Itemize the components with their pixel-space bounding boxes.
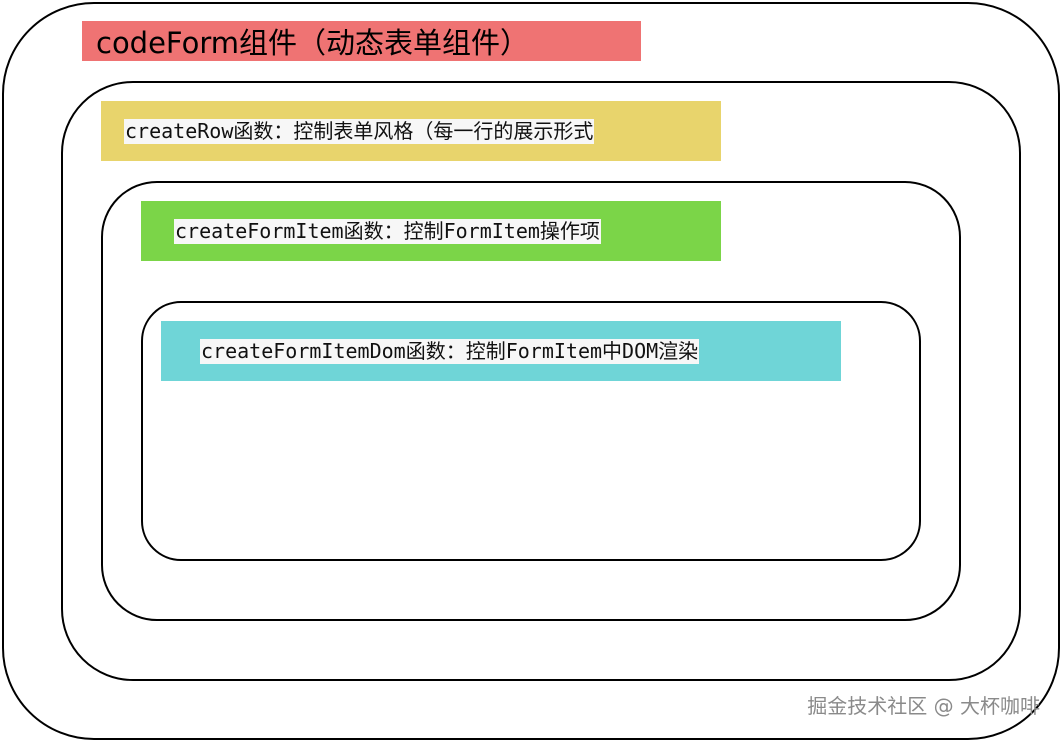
watermark: 掘金技术社区 @ 大杯咖啡	[807, 694, 1040, 718]
codeform-component-label: codeForm组件（动态表单组件）	[82, 21, 641, 61]
create-form-item-label: createFormItem函数：控制FormItem操作项	[141, 201, 721, 261]
create-form-item-dom-label: createFormItemDom函数：控制FormItem中DOM渲染	[161, 321, 841, 381]
codeform-component-label-text: codeForm组件（动态表单组件）	[96, 26, 529, 60]
create-form-item-label-text: createFormItem函数：控制FormItem操作项	[174, 218, 601, 244]
create-form-item-dom-label-text: createFormItemDom函数：控制FormItem中DOM渲染	[200, 338, 700, 364]
create-row-label: createRow函数：控制表单风格（每一行的展示形式	[101, 101, 721, 161]
create-row-label-text: createRow函数：控制表单风格（每一行的展示形式	[124, 118, 595, 144]
